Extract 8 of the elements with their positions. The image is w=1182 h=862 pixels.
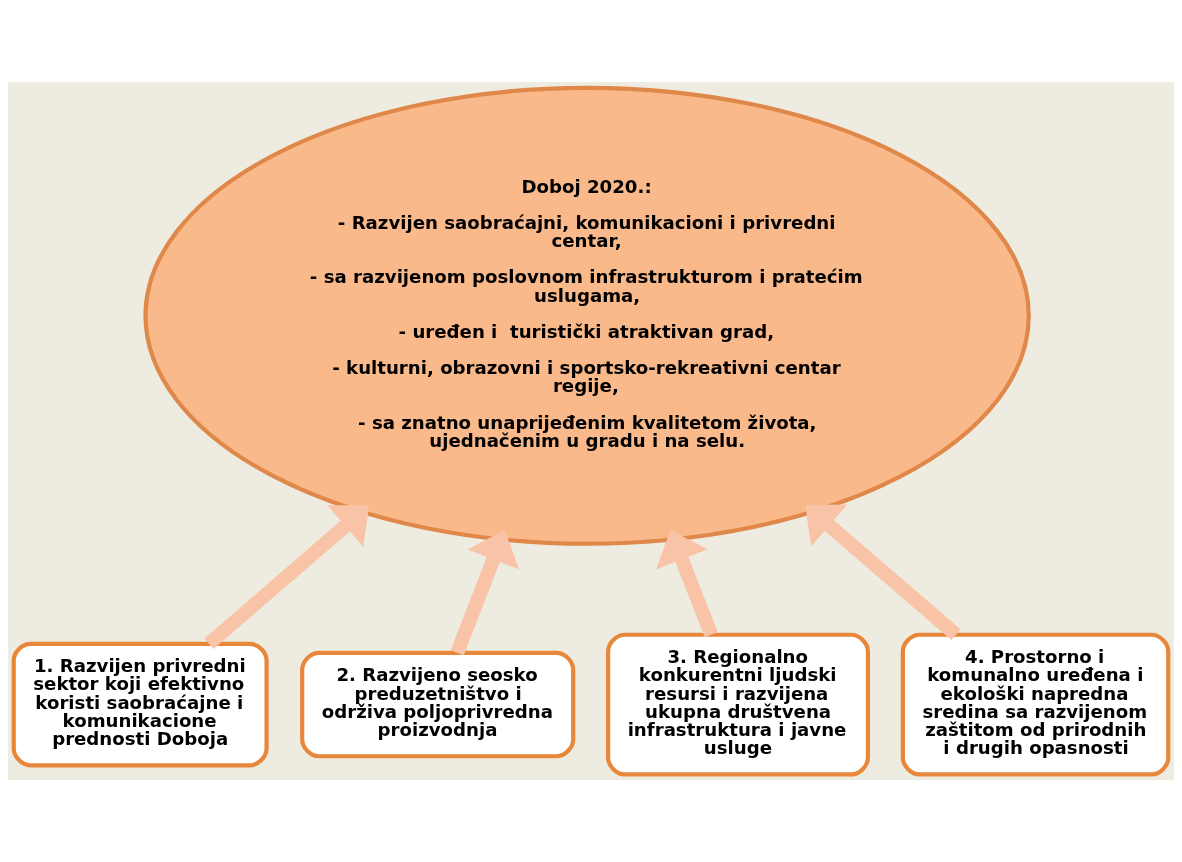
node-box: 1. Razvijen privredni sektor koji efektivno koristi saobraćajne i komunikacione prednosti Doboja: [11, 641, 269, 768]
node-box: 4. Prostorno i komunalno uređena i ekološki napredna sredina sa razvijenom zaštitom od prirodnih i drugih opasnosti: [900, 632, 1171, 777]
arrow: [204, 505, 370, 649]
arrow: [656, 529, 718, 638]
node-box: 2. Razvijeno seosko preduzetništvo i održiva poljoprivredna proizvodnja: [300, 650, 576, 759]
arrow: [450, 529, 520, 656]
arrow: [805, 504, 961, 640]
node-box: 3. Regionalno konkurentni ljudski resursi i razvijena ukupna društvena infrastruktura i javne usluge: [606, 632, 871, 777]
